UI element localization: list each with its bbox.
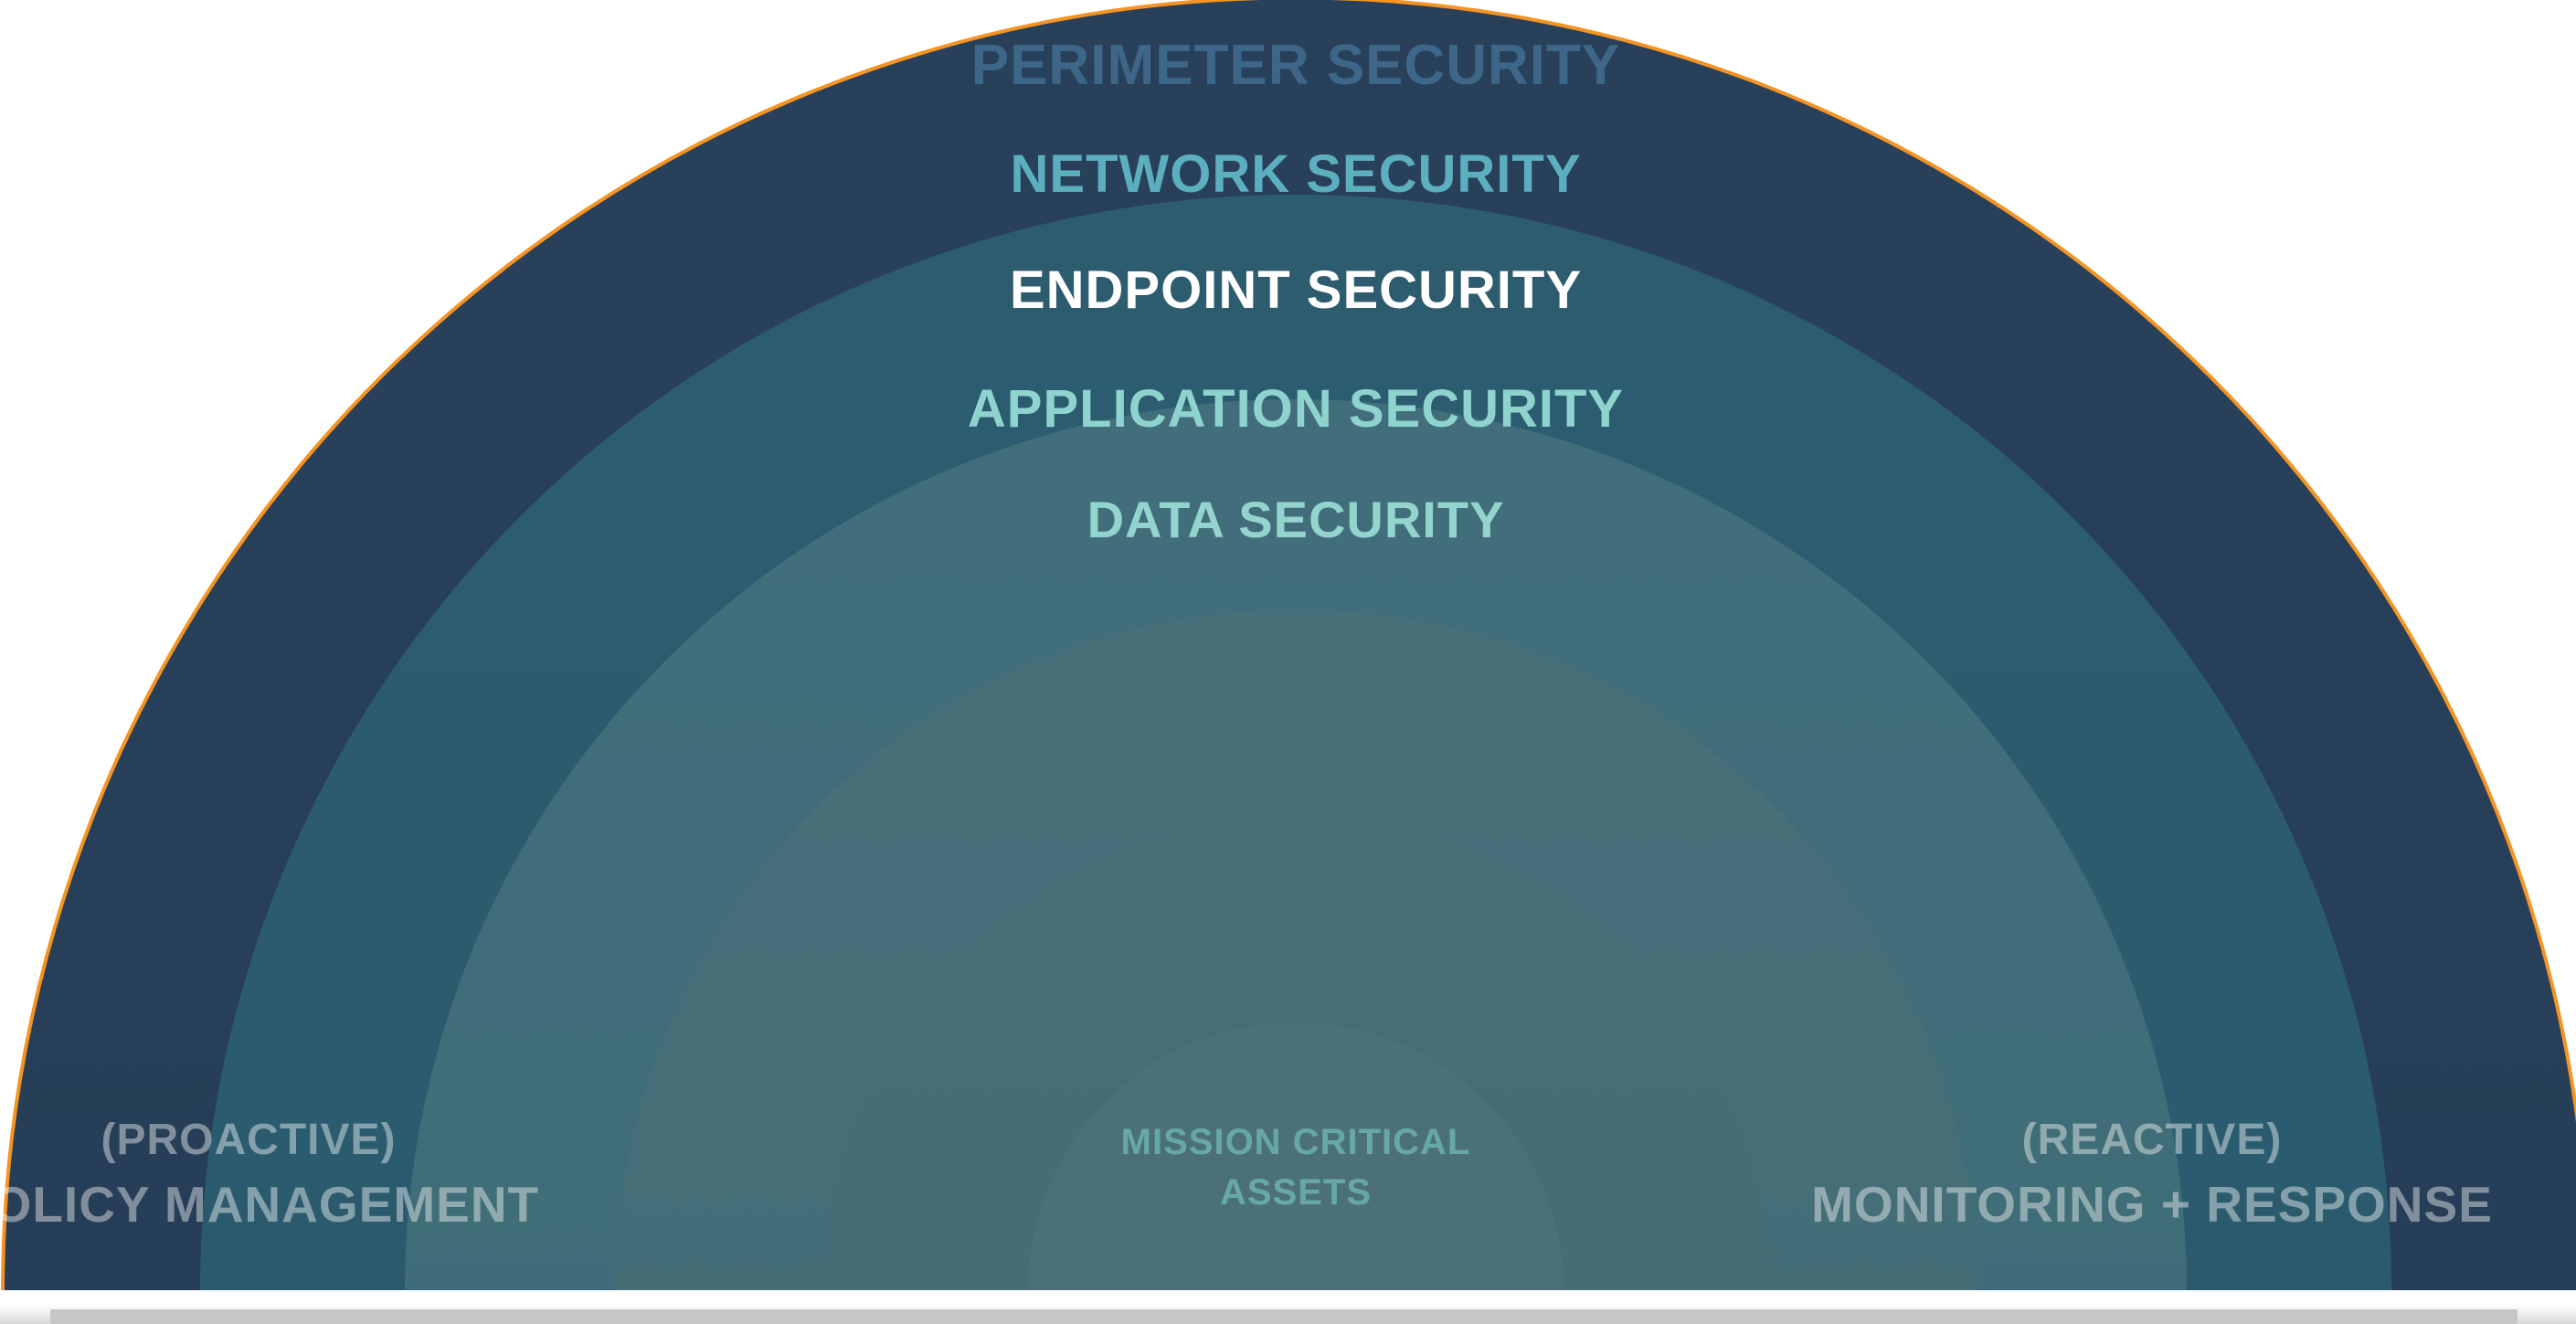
diagram-outline [1, 0, 2576, 1290]
wedge-label-proactive-line2: POLICY MANAGEMENT [0, 1176, 539, 1233]
ring-label-application: APPLICATION SECURITY [968, 379, 1624, 439]
wedge-label-reactive-line1: (REACTIVE) [2022, 1116, 2283, 1164]
ring-label-core-line2: ASSETS [1220, 1172, 1372, 1213]
ring-label-perimeter: PERIMETER SECURITY [971, 34, 1620, 97]
ring-label-core-line1: MISSION CRITICAL [1121, 1122, 1471, 1162]
horizontal-scrollbar[interactable] [0, 1304, 2576, 1324]
wedge-proactive[interactable] [3, 0, 1296, 1290]
scrollbar-thumb[interactable] [50, 1309, 2518, 1324]
ring-label-endpoint: ENDPOINT SECURITY [1010, 260, 1582, 320]
wedge-reactive[interactable] [1296, 0, 2576, 1290]
wedge-proactive-fill [3, 0, 1296, 1290]
wedge-label-proactive-line1: (PROACTIVE) [101, 1116, 397, 1164]
ring-label-network: NETWORK SECURITY [1011, 144, 1582, 204]
wedge-label-reactive-line2: MONITORING + RESPONSE [1811, 1176, 2493, 1233]
ring-label-data: DATA SECURITY [1087, 491, 1505, 548]
wedge-reactive-fill [1296, 0, 2576, 1290]
